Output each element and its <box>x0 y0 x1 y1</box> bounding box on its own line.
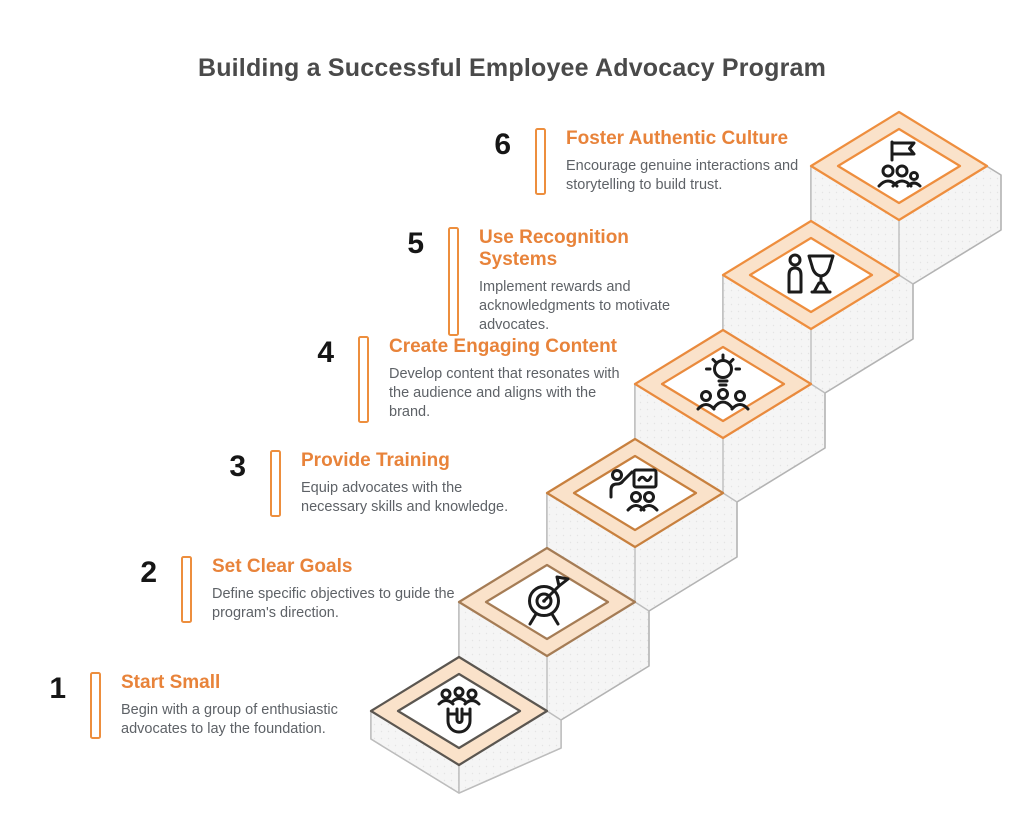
flag-people-icon <box>877 140 922 188</box>
staircase-step-1 <box>369 655 549 767</box>
step-row-2: 2 Set Clear Goals Define specific object… <box>123 556 462 624</box>
step-row-6: 6 Foster Authentic Culture Encourage gen… <box>477 128 804 196</box>
staircase-step-4 <box>633 328 813 440</box>
step-text-block: Create Engaging Content Develop content … <box>389 336 629 423</box>
step-accent-bar <box>358 336 369 423</box>
step-number: 3 <box>229 450 246 483</box>
staircase-step-5 <box>721 219 901 331</box>
staircase-step-2 <box>457 546 637 658</box>
staircase-step-6 <box>809 110 989 222</box>
step-number: 5 <box>407 227 424 260</box>
step-title: Use Recognition Systems <box>479 227 629 270</box>
step-number: 6 <box>494 128 511 161</box>
target-icon <box>528 575 570 626</box>
page-title: Building a Successful Employee Advocacy … <box>197 54 827 82</box>
step-accent-bar <box>535 128 546 196</box>
step-number: 2 <box>140 556 157 589</box>
step-accent-bar <box>270 450 281 518</box>
step-description: Implement rewards and acknowledgments to… <box>479 278 671 334</box>
step-description: Begin with a group of enthusiastic advoc… <box>121 701 338 738</box>
step-title: Provide Training <box>301 450 450 471</box>
step-text-block: Use Recognition Systems Implement reward… <box>479 227 711 336</box>
step-text-block: Set Clear Goals Define specific objectiv… <box>212 556 462 623</box>
step-row-1: 1 Start Small Begin with a group of enth… <box>32 672 369 740</box>
magnet-icon <box>437 686 481 734</box>
step-text-block: Start Small Begin with a group of enthus… <box>121 672 369 739</box>
step-text-block: Provide Training Equip advocates with th… <box>301 450 519 517</box>
step-row-3: 3 Provide Training Equip advocates with … <box>212 450 519 518</box>
step-accent-bar <box>448 227 459 336</box>
step-row-4: 4 Create Engaging Content Develop conten… <box>300 336 629 423</box>
step-description: Equip advocates with the necessary skill… <box>301 479 509 516</box>
step-description: Develop content that resonates with the … <box>389 365 620 421</box>
step-number: 4 <box>317 336 334 369</box>
step-accent-bar <box>181 556 192 624</box>
step-description: Encourage genuine interactions and story… <box>566 157 799 194</box>
trophy-person-icon <box>787 253 835 294</box>
step-accent-bar <box>90 672 101 740</box>
step-title: Create Engaging Content <box>389 336 618 357</box>
step-text-block: Foster Authentic Culture Encourage genui… <box>566 128 804 195</box>
training-icon <box>609 468 659 512</box>
step-title: Start Small <box>121 672 221 693</box>
staircase-step-3 <box>545 437 725 549</box>
step-row-5: 5 Use Recognition Systems Implement rewa… <box>390 227 711 336</box>
step-title: Set Clear Goals <box>212 556 353 577</box>
step-description: Define specific objectives to guide the … <box>212 585 455 622</box>
step-number: 1 <box>49 672 66 705</box>
lightbulb-people-icon <box>696 353 750 411</box>
step-title: Foster Authentic Culture <box>566 128 789 149</box>
